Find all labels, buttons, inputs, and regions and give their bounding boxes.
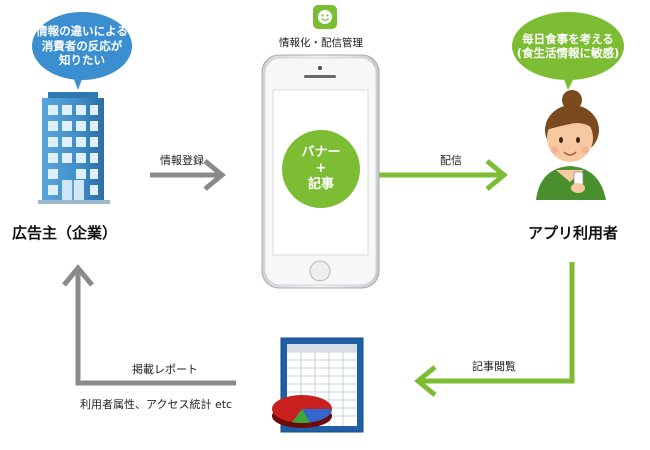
report-arrow <box>62 264 236 386</box>
advertiser-bubble-line: 情報の違いによる <box>36 24 128 39</box>
browse-label: 記事閲覧 <box>472 360 516 373</box>
advertiser-speech-bubble: 情報の違いによる 消費者の反応が 知りたい <box>32 12 132 80</box>
app-caption: 情報化・配信管理 <box>279 37 363 49</box>
circle-line: バナー <box>301 144 341 160</box>
user-speech-bubble: 毎日食事を考える (食生活情報に敏感) <box>512 12 624 80</box>
report-detail-label: 利用者属性、アクセス統計 etc <box>80 398 233 411</box>
circle-line: 記事 <box>307 177 334 193</box>
browse-arrow <box>414 262 575 397</box>
register-label: 情報登録 <box>160 154 204 167</box>
user-bubble-line: (食生活情報に敏感) <box>516 46 620 60</box>
register-arrow <box>150 159 226 191</box>
user-bubble-line: 毎日食事を考える <box>522 31 614 46</box>
circle-line: + <box>315 160 327 176</box>
advertiser-label: 広告主（企業） <box>12 224 118 242</box>
advertiser-bubble-line: 知りたい <box>59 53 105 68</box>
report-title-label: 掲載レポート <box>132 363 198 376</box>
app-user-label: アプリ利用者 <box>528 224 619 242</box>
banner-article-circle: バナー + 記事 <box>282 130 360 208</box>
deliver-label: 配信 <box>440 154 462 167</box>
advertiser-bubble-line: 消費者の反応が <box>41 38 123 53</box>
